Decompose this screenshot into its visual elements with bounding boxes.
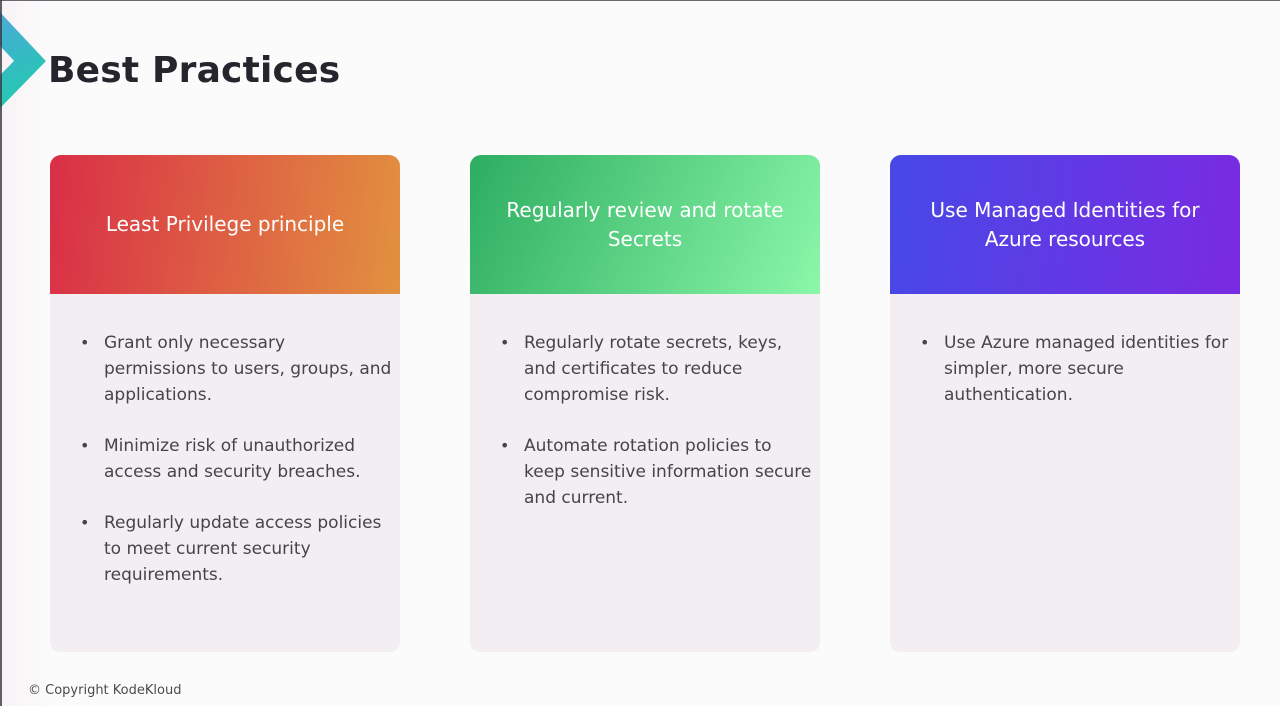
card-body-least-privilege: Grant only necessary permissions to user…	[50, 294, 400, 652]
card-header-least-privilege: Least Privilege principle	[50, 155, 400, 294]
bullet-item: Use Azure managed identities for simpler…	[918, 330, 1232, 408]
bullet-item: Regularly update access policies to meet…	[78, 510, 392, 588]
card-body-managed-identities: Use Azure managed identities for simpler…	[890, 294, 1240, 652]
cards-container: Least Privilege principle Grant only nec…	[50, 155, 1240, 652]
card-title: Least Privilege principle	[105, 212, 345, 236]
bullet-list: Regularly rotate secrets, keys, and cert…	[498, 330, 812, 511]
card-body-rotate-secrets: Regularly rotate secrets, keys, and cert…	[470, 294, 820, 652]
card-title: Use Managed Identities for Azure resourc…	[930, 197, 1200, 251]
top-edge-line	[0, 0, 1280, 1]
bullet-item: Minimize risk of unauthorized access and…	[78, 433, 392, 485]
left-edge-line	[0, 0, 2, 706]
kodekloud-chevron-icon	[0, 12, 46, 109]
bullet-item: Automate rotation policies to keep sensi…	[498, 433, 812, 511]
bullet-list: Use Azure managed identities for simpler…	[918, 330, 1232, 408]
bullet-item: Grant only necessary permissions to user…	[78, 330, 392, 408]
card-rotate-secrets: Regularly review and rotate Secrets Regu…	[470, 155, 820, 652]
bullet-item: Regularly rotate secrets, keys, and cert…	[498, 330, 812, 408]
card-managed-identities: Use Managed Identities for Azure resourc…	[890, 155, 1240, 652]
card-header-managed-identities: Use Managed Identities for Azure resourc…	[890, 155, 1240, 294]
page-title: Best Practices	[48, 50, 341, 91]
card-title: Regularly review and rotate Secrets	[506, 197, 784, 251]
copyright-text: © Copyright KodeKloud	[28, 683, 182, 698]
card-header-rotate-secrets: Regularly review and rotate Secrets	[470, 155, 820, 294]
bullet-list: Grant only necessary permissions to user…	[78, 330, 392, 588]
card-least-privilege: Least Privilege principle Grant only nec…	[50, 155, 400, 652]
